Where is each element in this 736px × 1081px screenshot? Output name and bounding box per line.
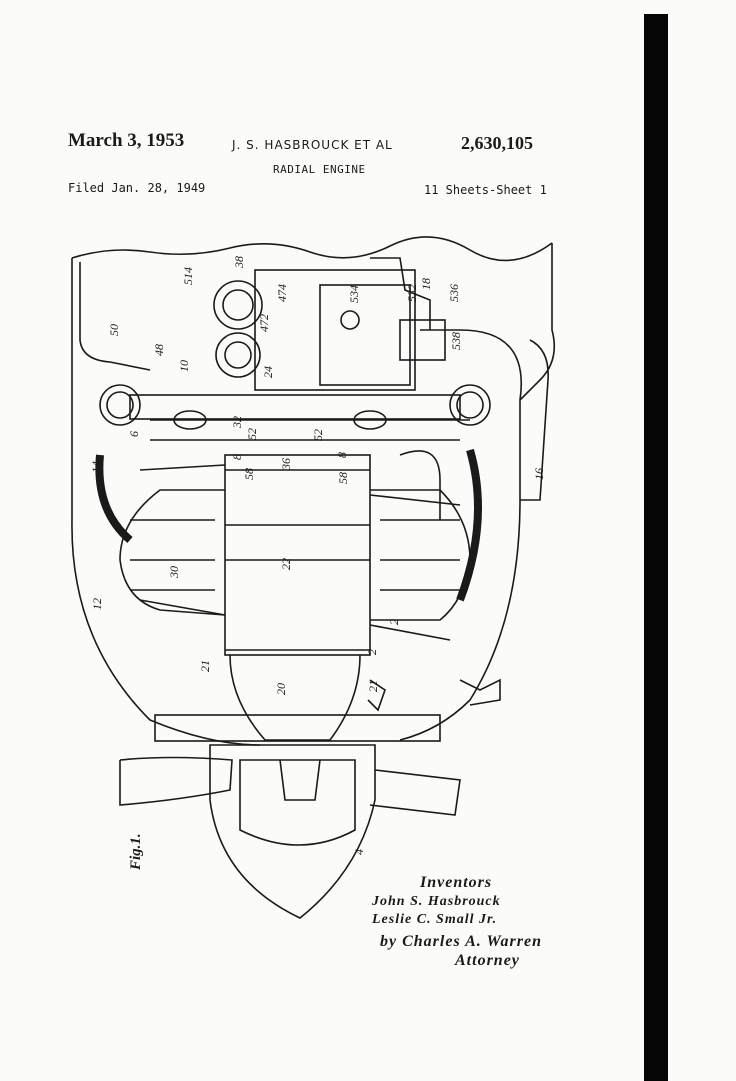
nacelle-break-line xyxy=(72,237,552,261)
numeral-58a: 58 xyxy=(242,468,256,480)
numeral-24: 24 xyxy=(261,366,275,378)
numeral-10: 10 xyxy=(177,360,191,372)
numeral-21a: 21 xyxy=(198,660,212,672)
numeral-14: 14 xyxy=(89,461,103,473)
figure-label: Fig.1. xyxy=(128,833,145,870)
numeral-52b: 52 xyxy=(311,429,325,441)
numeral-52a: 52 xyxy=(245,428,259,440)
numeral-58b: 58 xyxy=(336,472,350,484)
right-ring xyxy=(450,385,490,425)
numeral-6: 6 xyxy=(127,431,141,437)
left-ring xyxy=(100,385,140,425)
propeller-left xyxy=(120,758,232,806)
numeral-18: 18 xyxy=(419,278,433,290)
spinner xyxy=(210,745,375,918)
numeral-36: 36 xyxy=(279,458,293,471)
mount-frame xyxy=(130,395,460,419)
attorney-label: Attorney xyxy=(455,952,520,970)
numeral-16: 16 xyxy=(532,468,546,480)
numeral-8a: 8 xyxy=(230,454,244,460)
numeral-514: 514 xyxy=(181,267,195,285)
numeral-2a: 2 xyxy=(387,619,401,625)
accessory-gear-2 xyxy=(216,333,260,377)
reference-numerals: 514 38 474 472 24 534 532 18 536 538 50 … xyxy=(89,256,546,855)
numeral-30: 30 xyxy=(167,566,181,579)
numeral-4: 4 xyxy=(352,849,366,855)
numeral-32a: 32 xyxy=(230,416,244,429)
numeral-50: 50 xyxy=(107,324,121,336)
inventor-1: John S. Hasbrouck xyxy=(372,894,501,910)
numeral-532: 532 xyxy=(405,284,419,302)
numeral-20: 20 xyxy=(274,683,288,695)
nose-case xyxy=(230,655,360,740)
left-cylinder xyxy=(120,490,225,615)
numeral-8b: 8 xyxy=(335,452,349,458)
numeral-536: 536 xyxy=(447,284,461,302)
numeral-21b: 21 xyxy=(366,680,380,692)
numeral-474: 474 xyxy=(275,284,289,302)
numeral-38: 38 xyxy=(232,256,246,269)
inventor-2: Leslie C. Small Jr. xyxy=(372,912,497,928)
numeral-534: 534 xyxy=(347,285,361,303)
propeller-right xyxy=(370,770,460,815)
crankcase xyxy=(225,455,370,655)
numeral-48: 48 xyxy=(152,344,166,356)
attorney-name: Charles A. Warren xyxy=(402,933,542,950)
numeral-22: 22 xyxy=(279,558,293,570)
attorney-signature: by Charles A. Warren xyxy=(380,933,542,951)
numeral-12: 12 xyxy=(90,598,104,610)
right-cylinder xyxy=(370,490,470,620)
numeral-2b: 2 xyxy=(365,649,379,655)
by-text: by xyxy=(380,933,397,950)
inventors-heading: Inventors xyxy=(420,874,492,892)
numeral-472: 472 xyxy=(257,314,271,332)
numeral-538: 538 xyxy=(449,332,463,350)
